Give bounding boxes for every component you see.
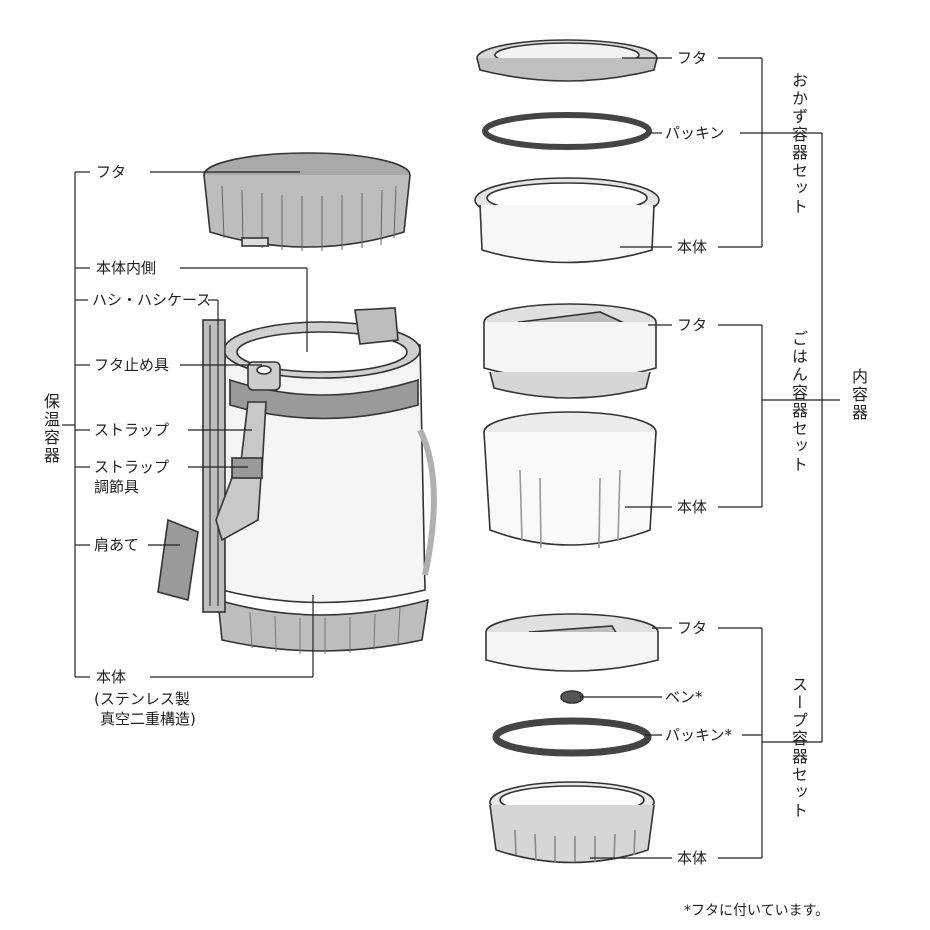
leader-lines <box>62 57 840 859</box>
soup-body-label: 本体 <box>677 849 708 867</box>
soup-set-group-label: スープ容器セット <box>789 676 808 820</box>
okazu-body-drawing <box>474 177 660 264</box>
soup-lid-drawing <box>485 613 659 672</box>
strap-label: ストラップ <box>94 421 170 439</box>
strap-adjuster-label-line2: 調節具 <box>94 478 140 496</box>
soup-gasket-label: パッキン* <box>665 726 733 744</box>
okazu-body-label: 本体 <box>677 238 708 256</box>
gohan-body-drawing <box>483 411 657 549</box>
okazu-gasket-drawing <box>482 112 652 150</box>
body-note-line1: (ステンレス製 <box>94 690 190 708</box>
footnote: *フタに付いています。 <box>684 903 830 919</box>
outer-lid-drawing <box>203 152 411 251</box>
soup-valve-drawing <box>560 690 584 704</box>
okazu-set-group-label: おかず容器セット <box>789 72 808 216</box>
okazu-lid-drawing <box>476 39 658 82</box>
chopstick-case-drawing <box>202 319 226 613</box>
lid-latch-label: フタ止め具 <box>94 356 170 374</box>
chopsticks-label: ハシ・ハシケース <box>92 291 212 309</box>
soup-body-drawing <box>489 781 655 864</box>
body-note-line2: 真空二重構造) <box>100 710 196 728</box>
strap-drawing <box>157 401 267 602</box>
inner-side-label: 本体内側 <box>96 259 157 277</box>
okazu-lid-label: フタ <box>677 49 708 67</box>
gohan-lid-drawing <box>483 303 657 399</box>
outer-lid-label: フタ <box>96 163 127 181</box>
soup-lid-label: フタ <box>677 619 708 637</box>
thermal-container-group-label: 保温容器 <box>41 393 60 465</box>
okazu-gasket-label: パッキン <box>665 124 725 142</box>
gohan-set-group-label: ごはん容器セット <box>789 330 808 474</box>
soup-gasket-drawing <box>492 717 652 757</box>
shoulder-pad-label: 肩あて <box>94 536 139 554</box>
outer-body-label: 本体 <box>96 668 127 686</box>
gohan-lid-label: フタ <box>677 316 708 334</box>
outer-body-drawing <box>217 307 437 654</box>
inner-container-group-label: 内容器 <box>849 368 868 422</box>
strap-adjuster-label-line1: ストラップ <box>94 458 170 476</box>
soup-valve-label: ベン* <box>665 688 703 706</box>
gohan-body-label: 本体 <box>677 498 708 516</box>
